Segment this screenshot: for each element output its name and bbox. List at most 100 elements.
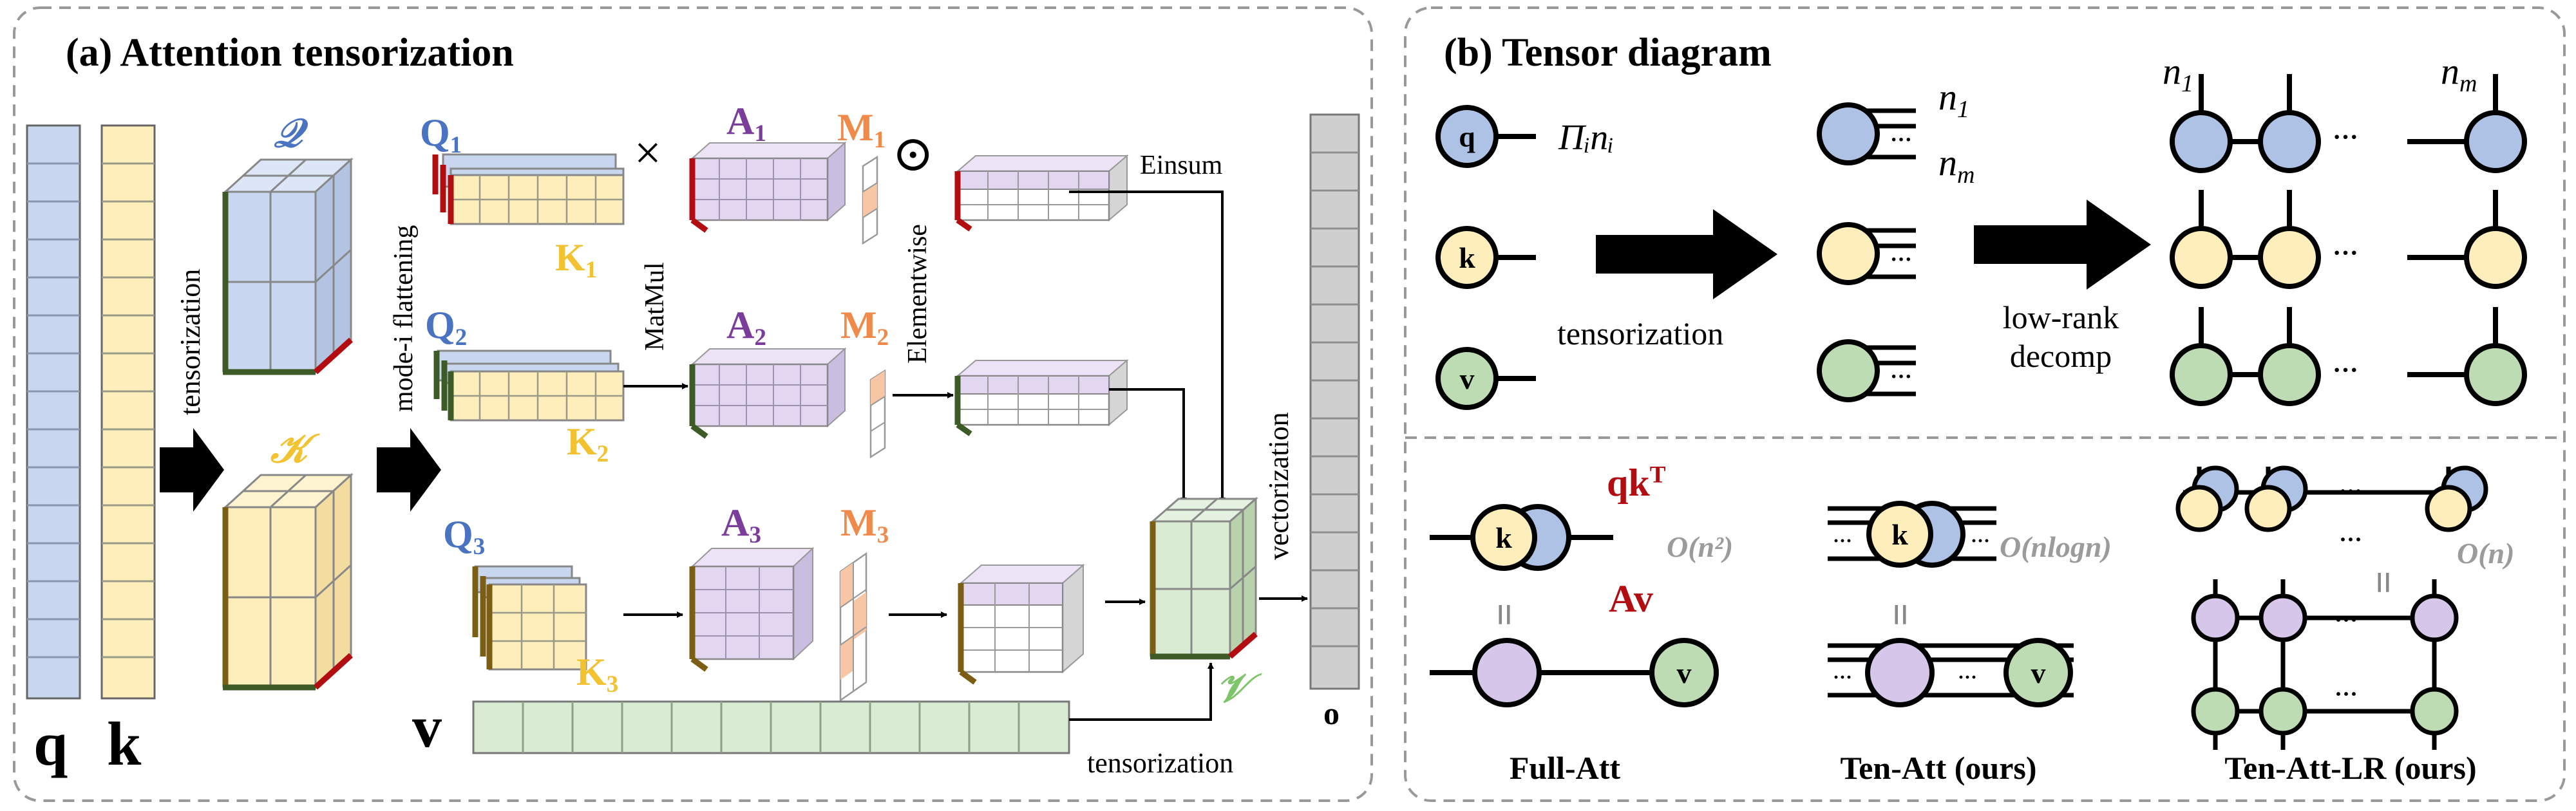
ten-att-dots-2: ··· <box>1971 530 1990 552</box>
v-vector-cells <box>522 702 1020 753</box>
k-label: k <box>107 709 142 778</box>
lr-dots-1: ··· <box>2339 478 2362 504</box>
ten-att-dots-1: ··· <box>1833 530 1852 552</box>
panel-b-title: (b) Tensor diagram <box>1444 31 1772 75</box>
tensor-dots-q: ··· <box>1890 128 1912 152</box>
nm-label-top: nm <box>1938 142 1975 189</box>
q3-label: Q3 <box>443 513 485 560</box>
panel-a-frame <box>13 6 1373 802</box>
node-q-label: q <box>1459 120 1475 153</box>
odot-symbol: ⊙ <box>892 126 934 182</box>
panel-a-title: (a) Attention tensorization <box>66 31 514 75</box>
O-n-label: O(n) <box>2457 537 2514 570</box>
vectorization-label: vectorization <box>1263 412 1294 560</box>
equals-full: = <box>1482 603 1528 626</box>
low-rank-arrow <box>1974 200 2151 290</box>
chain-dots-v: ··· <box>2333 355 2358 384</box>
o-label: o <box>1323 695 1340 731</box>
a2-label: A2 <box>726 304 766 351</box>
ten-att-label: Ten-Att (ours) <box>1840 750 2036 786</box>
tensor-dots-v: ··· <box>1890 365 1912 389</box>
tensorization-label-b: tensorization <box>1557 315 1723 351</box>
Av-label: Av <box>1609 577 1653 620</box>
a1-block <box>689 141 847 233</box>
chain-k <box>2170 190 2527 289</box>
node-k <box>1435 226 1536 289</box>
full-att-k-label: k <box>1495 521 1512 554</box>
chain-dots-q: ··· <box>2333 122 2358 151</box>
lr-dots-4: ··· <box>2334 681 2358 707</box>
tensorized-node-q <box>1817 102 1916 165</box>
einsum-block-2 <box>954 359 1129 436</box>
ten-att-k-label: k <box>1891 518 1908 551</box>
o-vector-cells <box>1311 151 1359 648</box>
node-q <box>1435 105 1536 168</box>
a3-block <box>689 546 815 672</box>
chain-q <box>2170 74 2527 173</box>
m3-label: M3 <box>840 501 889 548</box>
q-label: q <box>33 709 68 778</box>
prod-label: Πᵢnᵢ <box>1558 118 1614 158</box>
chain-v <box>2170 307 2527 406</box>
ten-att-dots-3: ··· <box>1833 667 1852 688</box>
m2-label: M2 <box>840 304 889 351</box>
qk-matrix-2 <box>433 350 625 422</box>
o-vector <box>1309 113 1360 690</box>
matmul-label: MatMul <box>640 262 670 351</box>
q-vector <box>26 124 81 700</box>
m3-block <box>839 552 867 702</box>
q2-label: Q2 <box>425 304 467 351</box>
node-v <box>1435 347 1536 410</box>
tensorization-arrow-left <box>160 428 224 512</box>
full-att-v-label: v <box>1677 657 1692 689</box>
cube-k-label: 𝒦 <box>270 427 320 471</box>
qk-matrix-3 <box>472 565 587 671</box>
panel-b-frame <box>1404 6 2566 802</box>
tensor-dots-k: ··· <box>1890 248 1912 272</box>
n1-label-chain: n1 <box>2163 50 2193 97</box>
tensorization-label-bottom: tensorization <box>1087 747 1233 779</box>
mode-flattening-label: mode-i flattening <box>389 225 419 412</box>
a1-label: A1 <box>726 100 766 147</box>
O-nlogn-label: O(nlogn) <box>2000 530 2112 563</box>
elementwise-label: Elementwise <box>903 224 933 364</box>
tensorized-node-v <box>1817 339 1916 402</box>
tensorization-label-left: tensorization <box>175 269 206 415</box>
k-vector-cells <box>102 162 155 658</box>
ten-att-lr-label: Ten-Att-LR (ours) <box>2224 750 2476 786</box>
ten-att-dots-4: ··· <box>1958 667 1977 688</box>
q-vector-cells <box>27 162 80 658</box>
full-att-av <box>1430 638 1719 707</box>
q-cube <box>222 157 354 375</box>
k-cube <box>222 472 354 691</box>
qk-matrix-1 <box>432 153 625 225</box>
einsum-label: Einsum <box>1140 151 1223 180</box>
ten-att-av <box>1828 638 2074 707</box>
flattening-arrow <box>377 428 441 512</box>
einsum-block-1 <box>954 154 1129 232</box>
qkT-label: qkT <box>1607 461 1666 504</box>
ten-att-lr-av <box>2191 579 2459 750</box>
m2-block <box>869 369 886 459</box>
m1-label: M1 <box>837 106 886 153</box>
O-n2-label: O(n²) <box>1667 530 1733 563</box>
low-rank-label-1: low-rank <box>2003 299 2119 335</box>
ten-att-v-label: v <box>2031 657 2046 689</box>
ten-att-lr-qk <box>2175 465 2488 532</box>
lr-dots-2: ··· <box>2339 527 2362 552</box>
tensorization-arrow-bottom <box>1069 662 1214 721</box>
node-v-label: v <box>1460 362 1475 395</box>
equals-ten: = <box>1878 603 1924 626</box>
einsum-arrow-row2 <box>1109 388 1187 504</box>
node-k-label: k <box>1459 241 1475 274</box>
k-vector <box>100 124 156 700</box>
times-symbol: × <box>634 127 661 180</box>
v-cube <box>1150 496 1258 660</box>
k2-label: K2 <box>567 420 609 467</box>
einsum-arrow-row1 <box>1069 191 1226 504</box>
nm-label-chain: nm <box>2441 50 2477 97</box>
v-label: v <box>412 694 442 760</box>
lr-dots-3: ··· <box>2334 607 2358 633</box>
n1-label-top: n1 <box>1938 76 1969 123</box>
equals-lr: = <box>2361 571 2407 594</box>
